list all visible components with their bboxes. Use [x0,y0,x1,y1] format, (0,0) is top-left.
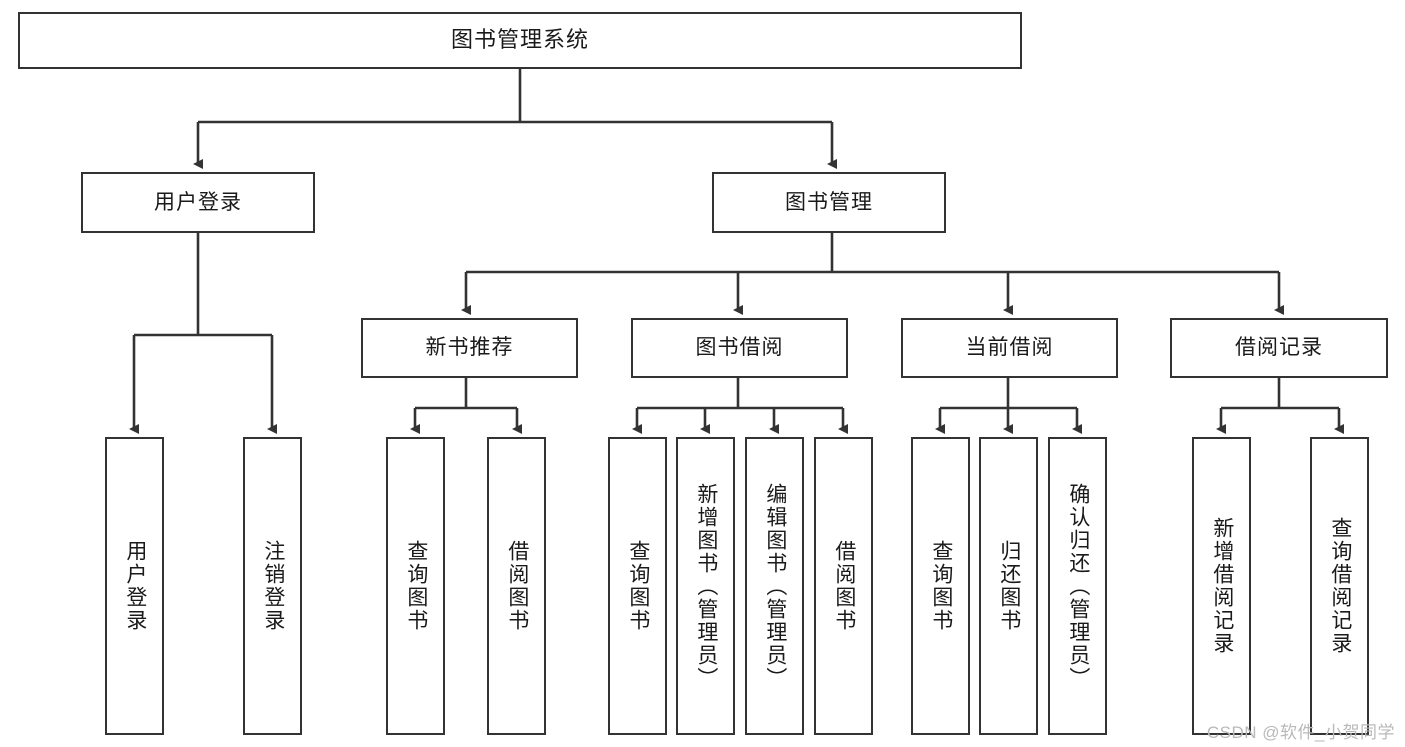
leaf-record-add-borrow-record[interactable]: 新增借阅记录 [1192,437,1251,735]
node-borrow-record[interactable]: 借阅记录 [1170,318,1388,378]
node-user-login[interactable]: 用户登录 [81,172,315,233]
leaf-record-query-borrow-record[interactable]: 查询借阅记录 [1310,437,1369,735]
node-label: 用户登录 [154,190,242,214]
leaf-current-query-book[interactable]: 查询图书 [911,437,970,735]
node-label: 确认归还（管理员） [1066,482,1090,690]
node-label: 查询图书 [404,540,428,632]
node-label: 编辑图书（管理员） [763,482,787,690]
leaf-newbook-query-book[interactable]: 查询图书 [386,437,445,735]
node-label: 用户登录 [123,540,147,632]
leaf-logout[interactable]: 注销登录 [243,437,302,735]
leaf-borrow-query-book[interactable]: 查询图书 [608,437,667,735]
node-label: 注销登录 [261,540,285,632]
leaf-borrow-edit-book-admin[interactable]: 编辑图书（管理员） [745,437,804,735]
node-label: 查询图书 [626,540,650,632]
node-label: 当前借阅 [965,336,1054,360]
leaf-current-confirm-return-admin[interactable]: 确认归还（管理员） [1048,437,1107,735]
node-label: 查询图书 [929,540,953,632]
node-label: 图书借阅 [695,336,784,360]
node-current-borrow[interactable]: 当前借阅 [901,318,1118,378]
node-label: 借阅记录 [1235,336,1323,360]
node-book-management-system[interactable]: 图书管理系统 [18,12,1022,69]
node-label: 图书管理系统 [450,27,589,53]
node-label: 新书推荐 [425,336,514,360]
node-label: 查询借阅记录 [1328,517,1352,655]
node-new-book-recommend[interactable]: 新书推荐 [361,318,578,378]
leaf-user-login[interactable]: 用户登录 [105,437,164,735]
csdn-watermark: CSDN @软件_小贺同学 [1206,723,1395,742]
node-label: 新增图书（管理员） [694,482,718,690]
node-label: 借阅图书 [505,540,529,632]
node-label: 图书管理 [785,190,873,214]
node-book-borrow[interactable]: 图书借阅 [631,318,848,378]
leaf-borrow-add-book-admin[interactable]: 新增图书（管理员） [676,437,735,735]
leaf-newbook-borrow-book[interactable]: 借阅图书 [487,437,546,735]
node-label: 归还图书 [997,540,1021,632]
leaf-current-return-book[interactable]: 归还图书 [979,437,1038,735]
leaf-borrow-borrow-book[interactable]: 借阅图书 [814,437,873,735]
node-label: 借阅图书 [832,540,856,632]
node-book-management[interactable]: 图书管理 [712,172,946,233]
node-label: 新增借阅记录 [1210,517,1234,655]
